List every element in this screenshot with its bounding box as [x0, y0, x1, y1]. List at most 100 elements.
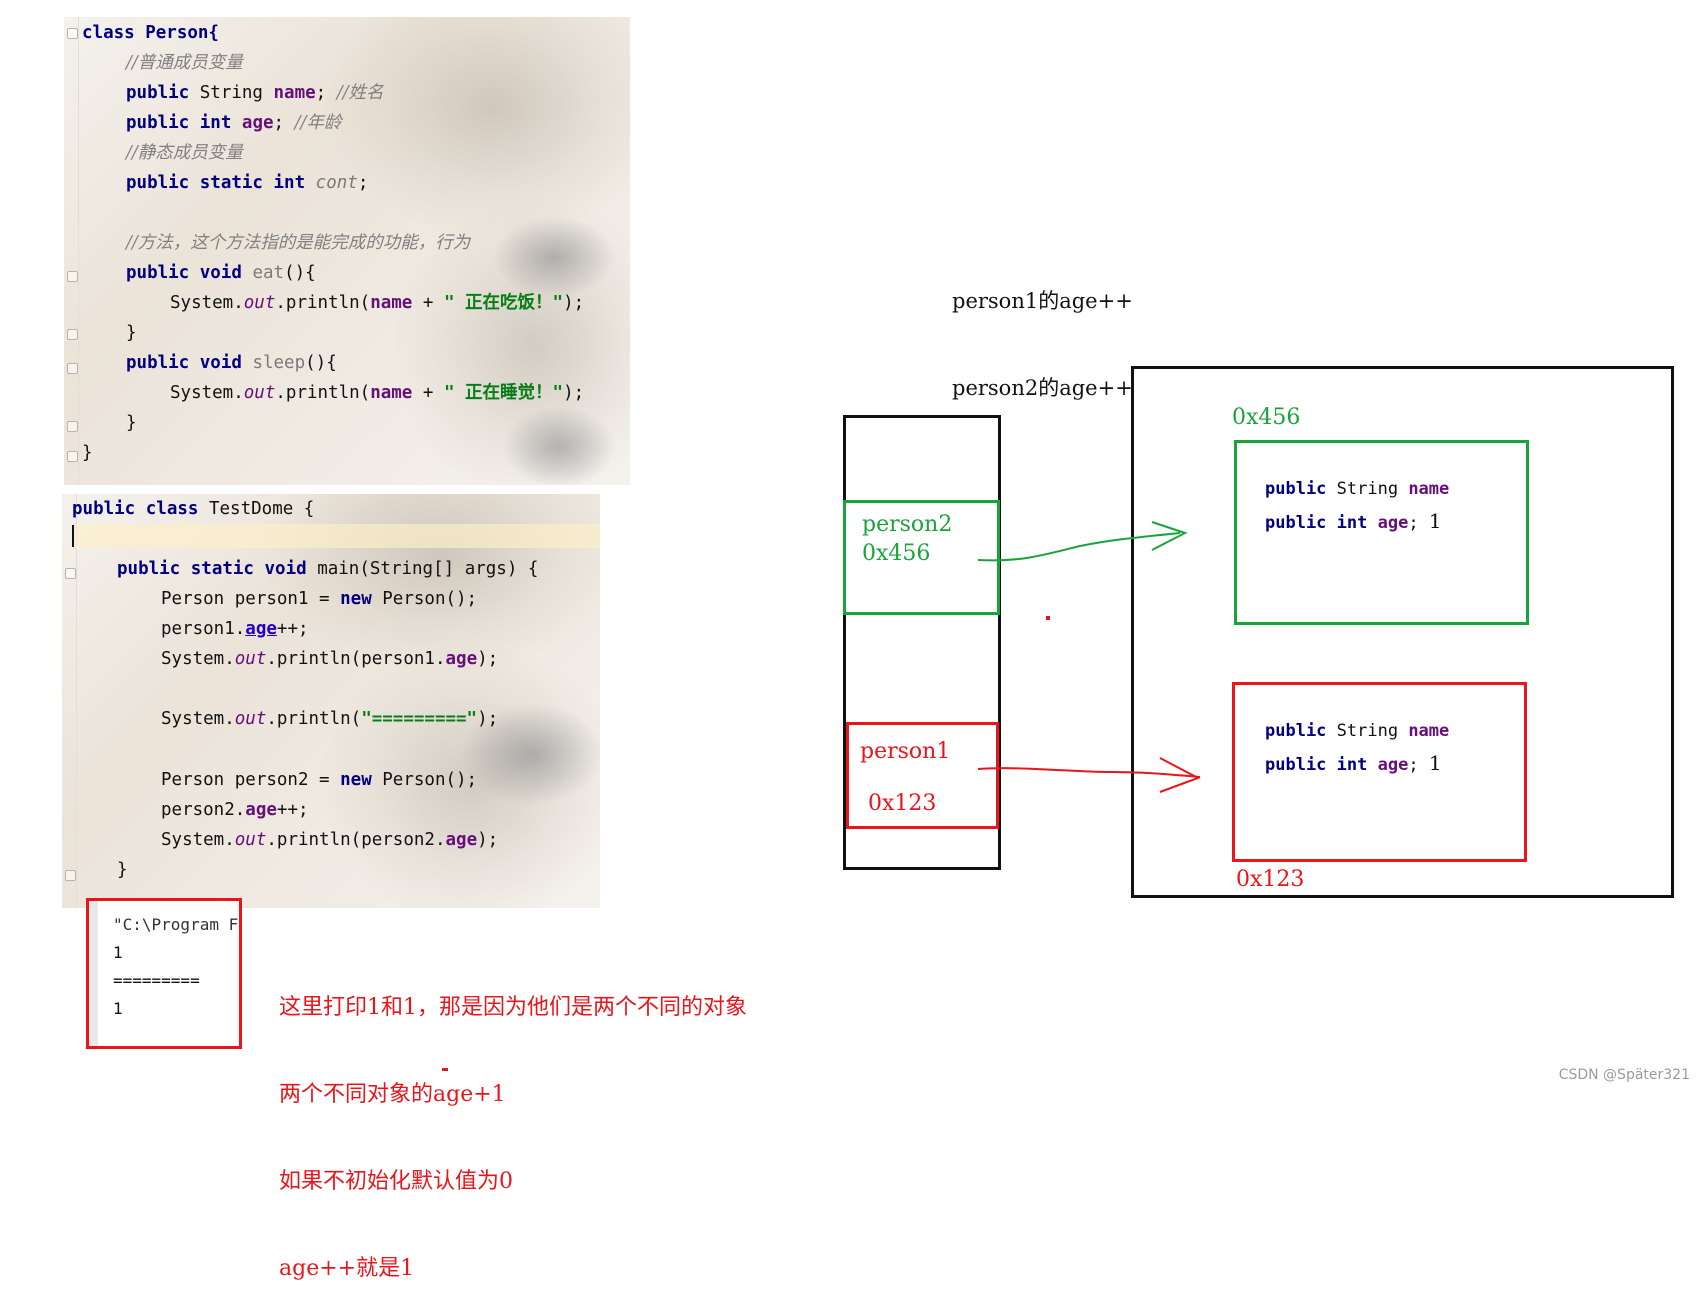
red-reference-arrow: [977, 767, 1201, 778]
fold-marker-icon[interactable]: [67, 421, 78, 432]
type-text: String: [1326, 721, 1409, 741]
punct: ;: [315, 83, 337, 103]
comment-text: //年龄: [294, 113, 342, 133]
object-field-line: public int age; 1: [1265, 751, 1442, 775]
keyword: public void: [126, 263, 242, 283]
punct: ;: [273, 113, 295, 133]
brace: }: [82, 443, 93, 463]
field-name: age: [241, 113, 274, 133]
code-line-new-person1: Person person1 = new Person();: [161, 589, 477, 609]
field-name[interactable]: age: [245, 619, 277, 639]
code-line-eat-body: System.out.println(name + " 正在吃饭！");: [170, 293, 584, 313]
code-text: Person();: [371, 770, 478, 790]
type-text: String: [1326, 479, 1409, 499]
code-text: );: [563, 293, 585, 313]
var-address-label: 0x456: [862, 541, 931, 566]
brace: }: [117, 860, 128, 880]
static-field-name: out: [234, 709, 267, 729]
code-text: Person person1 =: [161, 589, 341, 609]
code-text: main(String[] args) {: [306, 559, 539, 579]
code-line-sleep-body: System.out.println(name + " 正在睡觉！");: [170, 383, 584, 403]
code-line-age-field: public int age; //年龄: [126, 113, 341, 133]
keyword: public: [126, 113, 190, 133]
var-name-label: person2: [862, 512, 953, 537]
fold-marker-icon[interactable]: [67, 451, 78, 462]
static-field-name: out: [234, 649, 267, 669]
keyword: public int: [1265, 755, 1368, 775]
code-line-new-person2: Person person2 = new Person();: [161, 770, 477, 790]
class-decl-text: class Person{: [82, 23, 219, 43]
code-text: .println(: [275, 293, 371, 313]
text-caret: [72, 525, 74, 547]
object-field-line: public String name: [1265, 721, 1449, 741]
code-text: +: [412, 293, 444, 313]
brace: }: [126, 323, 137, 343]
static-field-name: out: [243, 293, 276, 313]
var-name-label: person1: [860, 739, 951, 764]
heap-object-address: 0x456: [1232, 405, 1301, 430]
red-dot-mark: [442, 1068, 448, 1071]
editor-gutter: [62, 494, 77, 908]
code-text: ++;: [276, 800, 309, 820]
fold-marker-icon[interactable]: [65, 568, 76, 579]
heap-object-address: 0x123: [1236, 867, 1305, 892]
fold-marker-icon[interactable]: [67, 271, 78, 282]
code-text: );: [563, 383, 585, 403]
keyword: public: [126, 83, 190, 103]
method-name: eat: [241, 263, 285, 283]
field-value: 1: [1428, 751, 1442, 775]
code-line-cont-field: public static int cont;: [126, 173, 368, 193]
object-field-line: public int age; 1: [1265, 509, 1442, 533]
object-field-line: public String name: [1265, 479, 1449, 499]
code-text: Person person2 =: [161, 770, 341, 790]
fold-marker-icon[interactable]: [67, 329, 78, 340]
field-name: name: [370, 293, 413, 313]
fold-marker-icon[interactable]: [67, 363, 78, 374]
explanation-line: 这里打印1和1，那是因为他们是两个不同的对象: [279, 995, 747, 1020]
punct: ;: [357, 173, 369, 193]
keyword: public: [1265, 721, 1327, 741]
keyword: public void: [126, 353, 242, 373]
fold-marker-icon[interactable]: [65, 870, 76, 881]
field-name: name: [1408, 721, 1450, 741]
console-line: "C:\Program F:: [113, 915, 242, 934]
stack-frame-box: [843, 415, 1001, 870]
field-name: age: [445, 830, 478, 850]
code-line-sleep-sig: public void sleep(){: [126, 353, 337, 373]
code-text: );: [477, 830, 499, 850]
increment-note-line: person1的age++: [952, 289, 1133, 313]
static-field-name: cont: [305, 173, 358, 193]
keyword: public: [1265, 479, 1327, 499]
field-name: name: [370, 383, 413, 403]
comment-text: //静态成员变量: [126, 143, 243, 163]
string-literal: " 正在吃饭！": [443, 293, 564, 313]
code-line-print-person1: System.out.println(person1.age);: [161, 649, 498, 669]
code-text: .println(: [266, 709, 362, 729]
heap-area-box: [1131, 366, 1674, 898]
punct: ;: [1408, 513, 1429, 533]
field-name: age: [1377, 755, 1409, 775]
punct: ;: [1408, 755, 1429, 775]
comment-text: //姓名: [336, 83, 384, 103]
code-text: ++;: [276, 619, 309, 639]
keyword: public int: [1265, 513, 1368, 533]
code-line-comment: //方法，这个方法指的是能完成的功能，行为: [126, 233, 470, 253]
type-text: String: [189, 83, 274, 103]
code-line-comment: //静态成员变量: [126, 143, 243, 163]
console-line: =========: [113, 971, 200, 990]
code-text: System.: [170, 383, 244, 403]
explanation-line: 如果不初始化默认值为0: [279, 1169, 513, 1194]
code-text: .println(: [275, 383, 371, 403]
console-toolbar: [89, 901, 98, 1046]
static-field-name: out: [234, 830, 267, 850]
code-text: System.: [170, 293, 244, 313]
code-line-class-decl: public class TestDome {: [72, 499, 314, 519]
static-field-name: out: [243, 383, 276, 403]
code-line-eat-sig: public void eat(){: [126, 263, 316, 283]
field-name: age: [445, 649, 478, 669]
red-dot-mark: [1046, 616, 1050, 620]
fold-marker-icon[interactable]: [67, 28, 78, 39]
code-line-brace: }: [126, 323, 137, 343]
punct: (){: [305, 353, 337, 373]
code-line-class-decl: class Person{: [82, 23, 219, 43]
